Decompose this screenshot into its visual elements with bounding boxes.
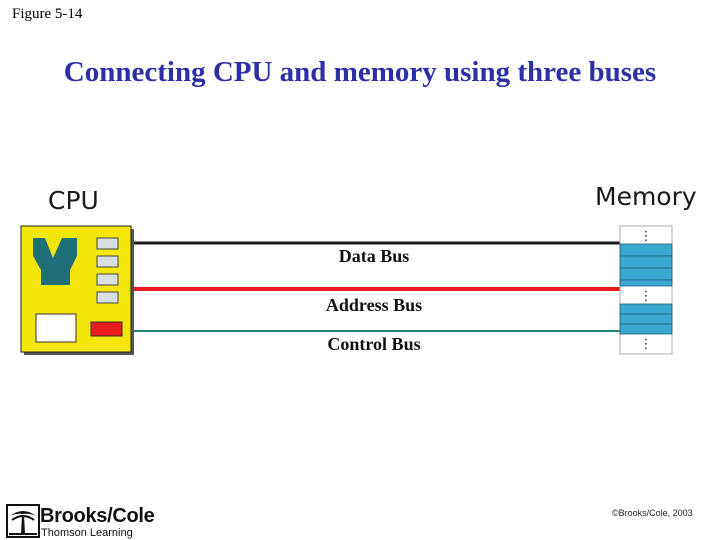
figure-label: Figure 5-14 <box>12 6 83 22</box>
memory-label: Memory <box>595 182 697 211</box>
memory-cell <box>619 323 673 335</box>
memory-cell <box>619 279 673 287</box>
register-3 <box>96 273 119 286</box>
publisher-name: Brooks/Cole <box>40 505 155 527</box>
tree-logo-icon <box>6 504 40 538</box>
cpu-red-unit <box>90 321 123 337</box>
register-1 <box>96 237 119 250</box>
register-4 <box>96 291 119 304</box>
memory-block: ⋮ ⋮ ⋮ <box>619 225 673 355</box>
register-2 <box>96 255 119 268</box>
memory-gap-dots: ⋮ <box>640 229 653 244</box>
memory-cell <box>619 255 673 269</box>
memory-cell <box>619 267 673 281</box>
control-bus-label: Control Bus <box>327 334 421 354</box>
cpu-label: CPU <box>48 186 99 215</box>
slide-title: Connecting CPU and memory using three bu… <box>63 56 657 88</box>
memory-cell <box>619 303 673 315</box>
publisher-subtitle: Thomson Learning <box>41 527 133 539</box>
data-bus-label: Data Bus <box>338 246 410 266</box>
cpu-block <box>20 225 134 355</box>
memory-gap-dots: ⋮ <box>640 289 653 304</box>
memory-gap-dots: ⋮ <box>640 337 653 352</box>
copyright-text: ©Brooks/Cole, 2003 <box>612 508 693 518</box>
memory-cell <box>619 313 673 325</box>
cpu-core-shape <box>33 238 77 285</box>
cpu-white-unit <box>35 313 77 343</box>
address-bus-label: Address Bus <box>325 295 423 315</box>
memory-cell <box>619 243 673 257</box>
